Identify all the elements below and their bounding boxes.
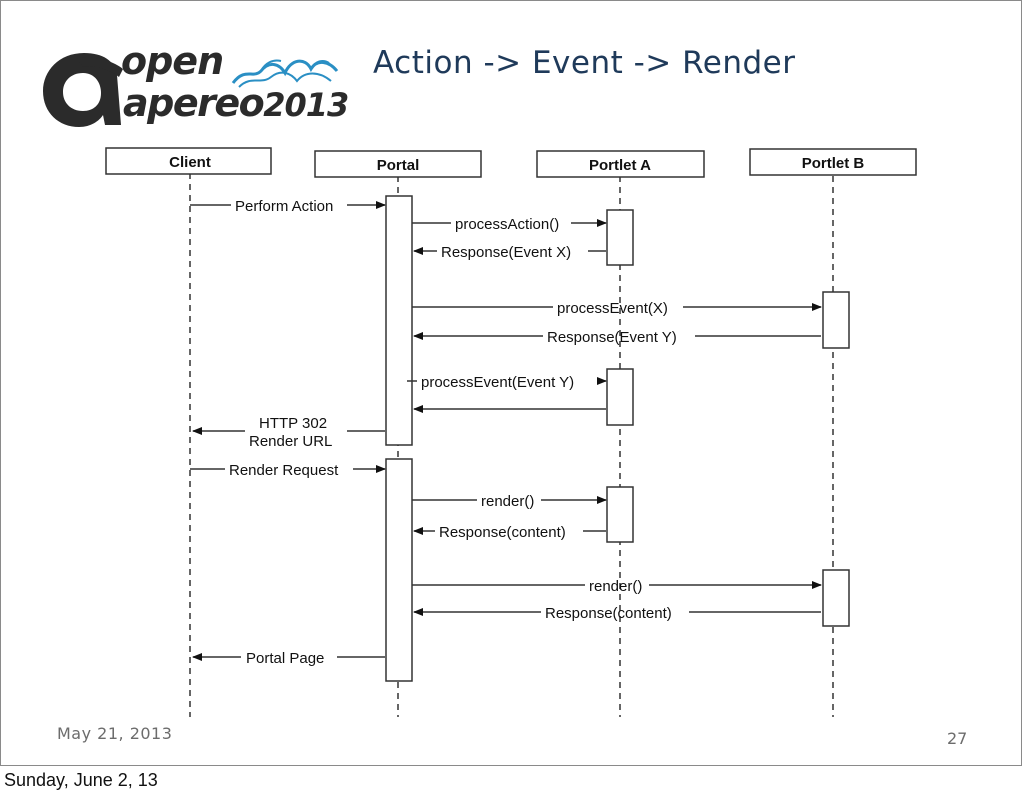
participant-client: Client <box>105 147 272 175</box>
msg-process-action: processAction() <box>455 216 559 233</box>
msg-render-a: render() <box>481 493 534 510</box>
msg-render-b: render() <box>589 578 642 595</box>
portal-activation-2 <box>385 458 413 682</box>
apereo-mark-icon <box>43 53 123 127</box>
slide-date: May 21, 2013 <box>57 724 173 743</box>
presenter-caption: Sunday, June 2, 13 <box>4 770 158 790</box>
logo-apereo-text: apereo2013 <box>123 81 349 125</box>
logo-year: 2013 <box>263 86 349 124</box>
slide-title: Action -> Event -> Render <box>373 45 796 81</box>
msg-response-event-x: Response(Event X) <box>441 244 571 261</box>
portlet-a-activation-2 <box>606 368 634 426</box>
page-number: 27 <box>947 729 968 748</box>
participant-client-label: Client <box>169 154 211 171</box>
participant-portal-label: Portal <box>377 157 420 174</box>
portlet-b-activation-1 <box>822 291 850 349</box>
msg-response-content-a: Response(content) <box>439 524 566 541</box>
portlet-a-activation-1 <box>606 209 634 266</box>
portal-activation-1 <box>385 195 413 446</box>
msg-render-request: Render Request <box>229 462 339 479</box>
slide-frame: open apereo2013 Action -> Event -> Rende… <box>0 0 1022 766</box>
portlet-a-activation-3 <box>606 486 634 543</box>
participant-portlet-a: Portlet A <box>536 150 705 178</box>
msg-perform-action: Perform Action <box>235 198 333 215</box>
participant-portlet-b-label: Portlet B <box>802 155 865 172</box>
logo-open-text: open <box>121 39 224 83</box>
msg-process-event-x: processEvent(X) <box>557 300 668 317</box>
participant-portlet-a-label: Portlet A <box>589 157 651 174</box>
open-apereo-logo: open apereo2013 <box>39 39 349 135</box>
msg-response-content-b: Response(content) <box>545 605 672 622</box>
portlet-b-activation-2 <box>822 569 850 627</box>
msg-response-event-y: Response(Event Y) <box>547 329 677 346</box>
msg-http-302: HTTP 302 <box>259 415 327 432</box>
msg-render-url: Render URL <box>249 433 332 450</box>
msg-process-event-y: processEvent(Event Y) <box>421 374 574 391</box>
logo-apereo-word: apereo <box>123 81 265 125</box>
wave-icon <box>231 59 339 88</box>
sequence-diagram: Client Portal Portlet A Portlet B <box>105 147 917 717</box>
participant-portal: Portal <box>314 150 482 178</box>
msg-portal-page: Portal Page <box>246 650 324 667</box>
participant-portlet-b: Portlet B <box>749 148 917 176</box>
